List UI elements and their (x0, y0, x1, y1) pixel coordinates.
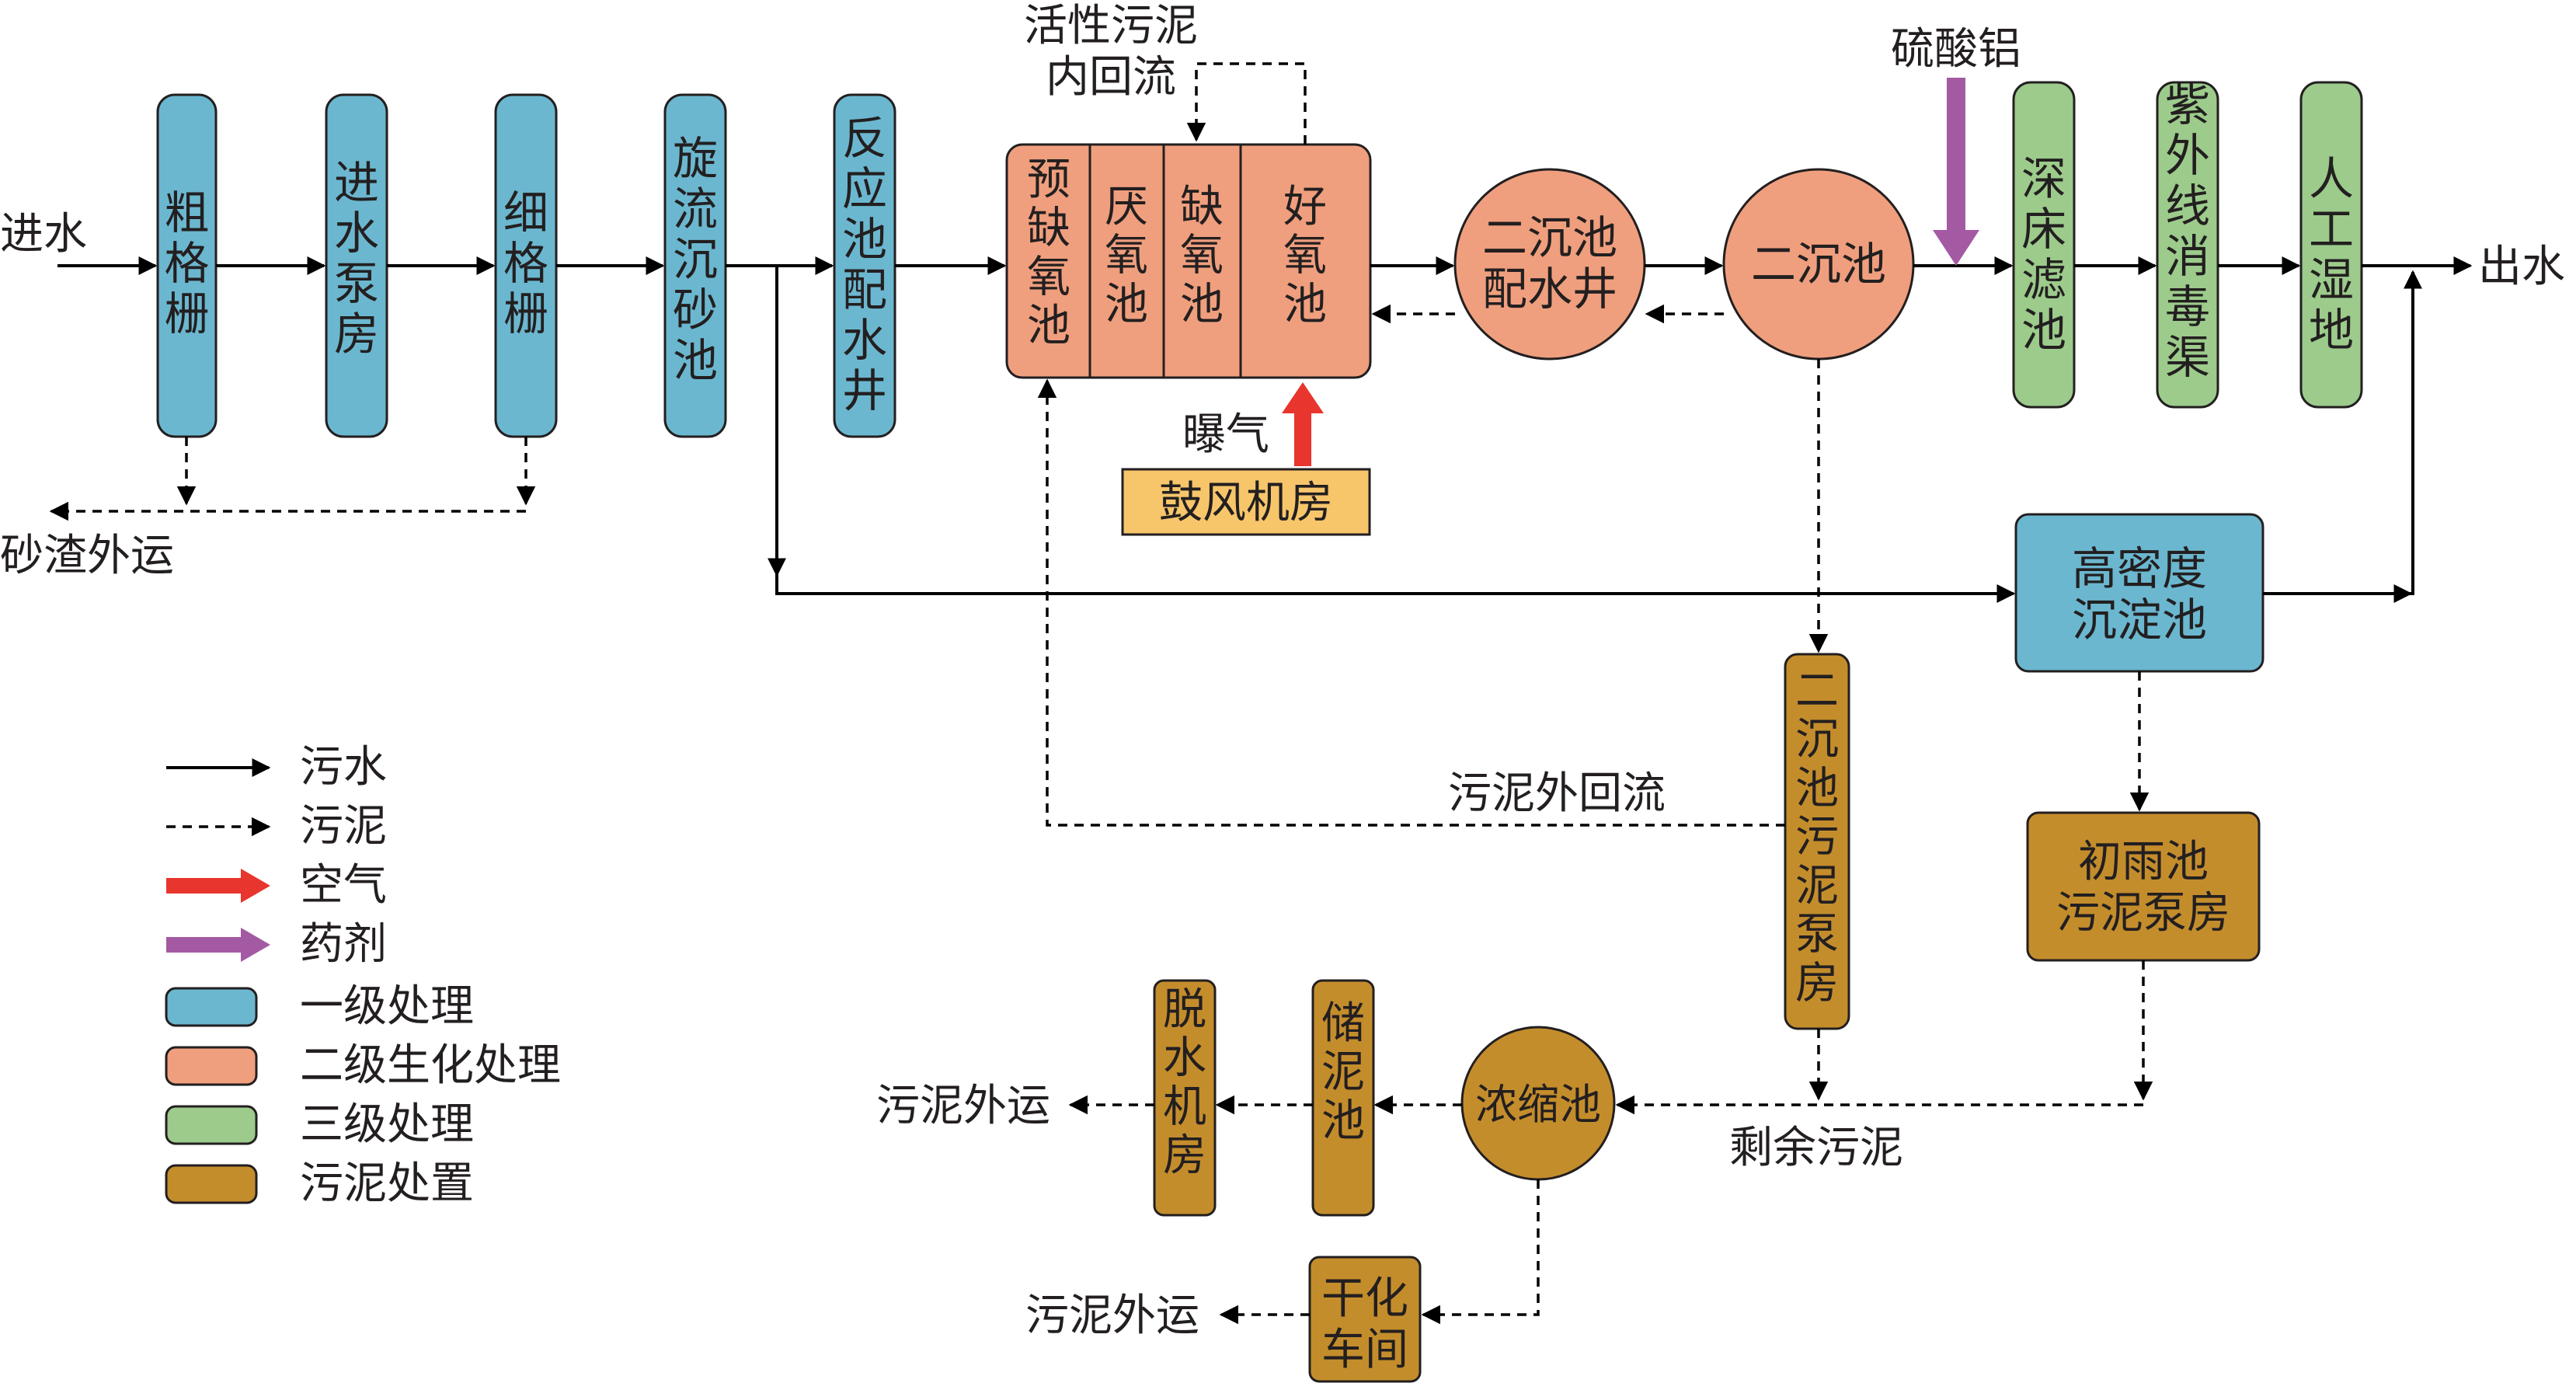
thickener-label: 浓缩池 (1475, 1080, 1601, 1129)
sludge-flow-lines (49, 62, 2153, 1325)
sludge-out-label-2: 污泥外运 (1025, 1291, 1199, 1341)
legend-chemical-label: 药剂 (300, 919, 387, 970)
high-density-label-1: 高密度 (2072, 542, 2207, 595)
wetland-box (2299, 81, 2363, 409)
legend: 污水 污泥 空气 药剂 一级处理 二级生化处理 三级处理 污泥处置 (165, 742, 561, 1209)
dewatering-label: 脱水机房 (1163, 984, 1206, 1181)
grit-chamber-label: 旋流沉砂池 (673, 132, 718, 387)
excess-sludge-label: 剩余污泥 (1729, 1123, 1903, 1173)
sludge-pump-label: 二沉池污泥泵房 (1795, 666, 1839, 1009)
distribution-well-label-2: 配水井 (1482, 263, 1617, 315)
blower-room-box (1121, 468, 1371, 536)
drying-label-2: 车间 (1321, 1325, 1408, 1375)
aerobic-label: 好氧池 (1283, 182, 1327, 329)
reaction-well-label: 反应池配水井 (842, 112, 887, 417)
uv-channel-box (2156, 81, 2219, 409)
internal-recycle-label-2: 内回流 (1046, 52, 1176, 103)
alum-dosing-arrow (1933, 78, 1979, 266)
high-density-label-2: 沉淀池 (2072, 594, 2207, 646)
legend-tertiary-label: 三级处理 (300, 1099, 474, 1150)
legend-sewage-label: 污水 (300, 742, 387, 793)
dewatering-box (1153, 979, 1217, 1217)
wetland-label: 人工湿地 (2309, 152, 2354, 357)
storage-label: 储泥池 (1321, 998, 1365, 1146)
anoxic-label: 缺氧池 (1180, 182, 1224, 329)
legend-sludge-disposal-label: 污泥处置 (300, 1158, 474, 1209)
legend-chemical-swatch (166, 928, 270, 962)
external-return-label: 污泥外回流 (1448, 768, 1666, 819)
aeration-label: 曝气 (1182, 409, 1269, 460)
secondary-clarifier-label: 二沉池 (1751, 238, 1886, 291)
inflow-label: 进水 (0, 209, 87, 260)
alum-label: 硫酸铝 (1891, 24, 2021, 75)
drying-box (1308, 1256, 1422, 1383)
legend-primary-swatch (165, 987, 258, 1027)
drying-label-1: 干化 (1321, 1273, 1408, 1324)
internal-recycle-label-1: 活性污泥 (1024, 1, 1198, 51)
fine-screen-label: 细格栅 (503, 186, 548, 340)
blower-room-label: 鼓风机房 (1159, 478, 1333, 528)
sludge-pump-box (1784, 653, 1850, 1030)
legend-air-swatch (166, 869, 270, 903)
legend-secondary-label: 二级生化处理 (300, 1040, 561, 1091)
sewage-flow-lines (57, 256, 2473, 603)
storage-box (1311, 979, 1375, 1217)
inlet-pump-label: 进水泵房 (334, 156, 379, 361)
distribution-well-label-1: 二沉池 (1482, 211, 1617, 264)
sludge-out-label-1: 污泥外运 (876, 1081, 1050, 1131)
legend-secondary-swatch (165, 1046, 258, 1086)
uv-channel-label: 紫外线消毒渠 (2165, 78, 2210, 384)
legend-air-label: 空气 (300, 860, 387, 911)
aeration-arrow (1282, 382, 1324, 466)
legend-tertiary-swatch (165, 1105, 258, 1145)
deep-bed-filter-box (2012, 81, 2076, 409)
deep-bed-filter-label: 深床滤池 (2021, 152, 2066, 357)
outflow-label: 出水 (2478, 242, 2565, 292)
grit-out-label: 砂渣外运 (0, 531, 174, 581)
rain-pump-label-2: 污泥泵房 (2056, 888, 2230, 939)
coarse-screen-label: 粗格栅 (164, 186, 209, 340)
anaerobic-label: 厌氧池 (1105, 182, 1148, 329)
legend-sludge-disposal-swatch (165, 1164, 258, 1204)
rain-pump-label-1: 初雨池 (2078, 837, 2209, 887)
legend-primary-label: 一级处理 (300, 981, 474, 1032)
bioreactor-box (1005, 143, 1372, 379)
legend-sludge-label: 污泥 (300, 801, 387, 852)
pre-anoxic-label: 预缺氧池 (1027, 155, 1070, 351)
